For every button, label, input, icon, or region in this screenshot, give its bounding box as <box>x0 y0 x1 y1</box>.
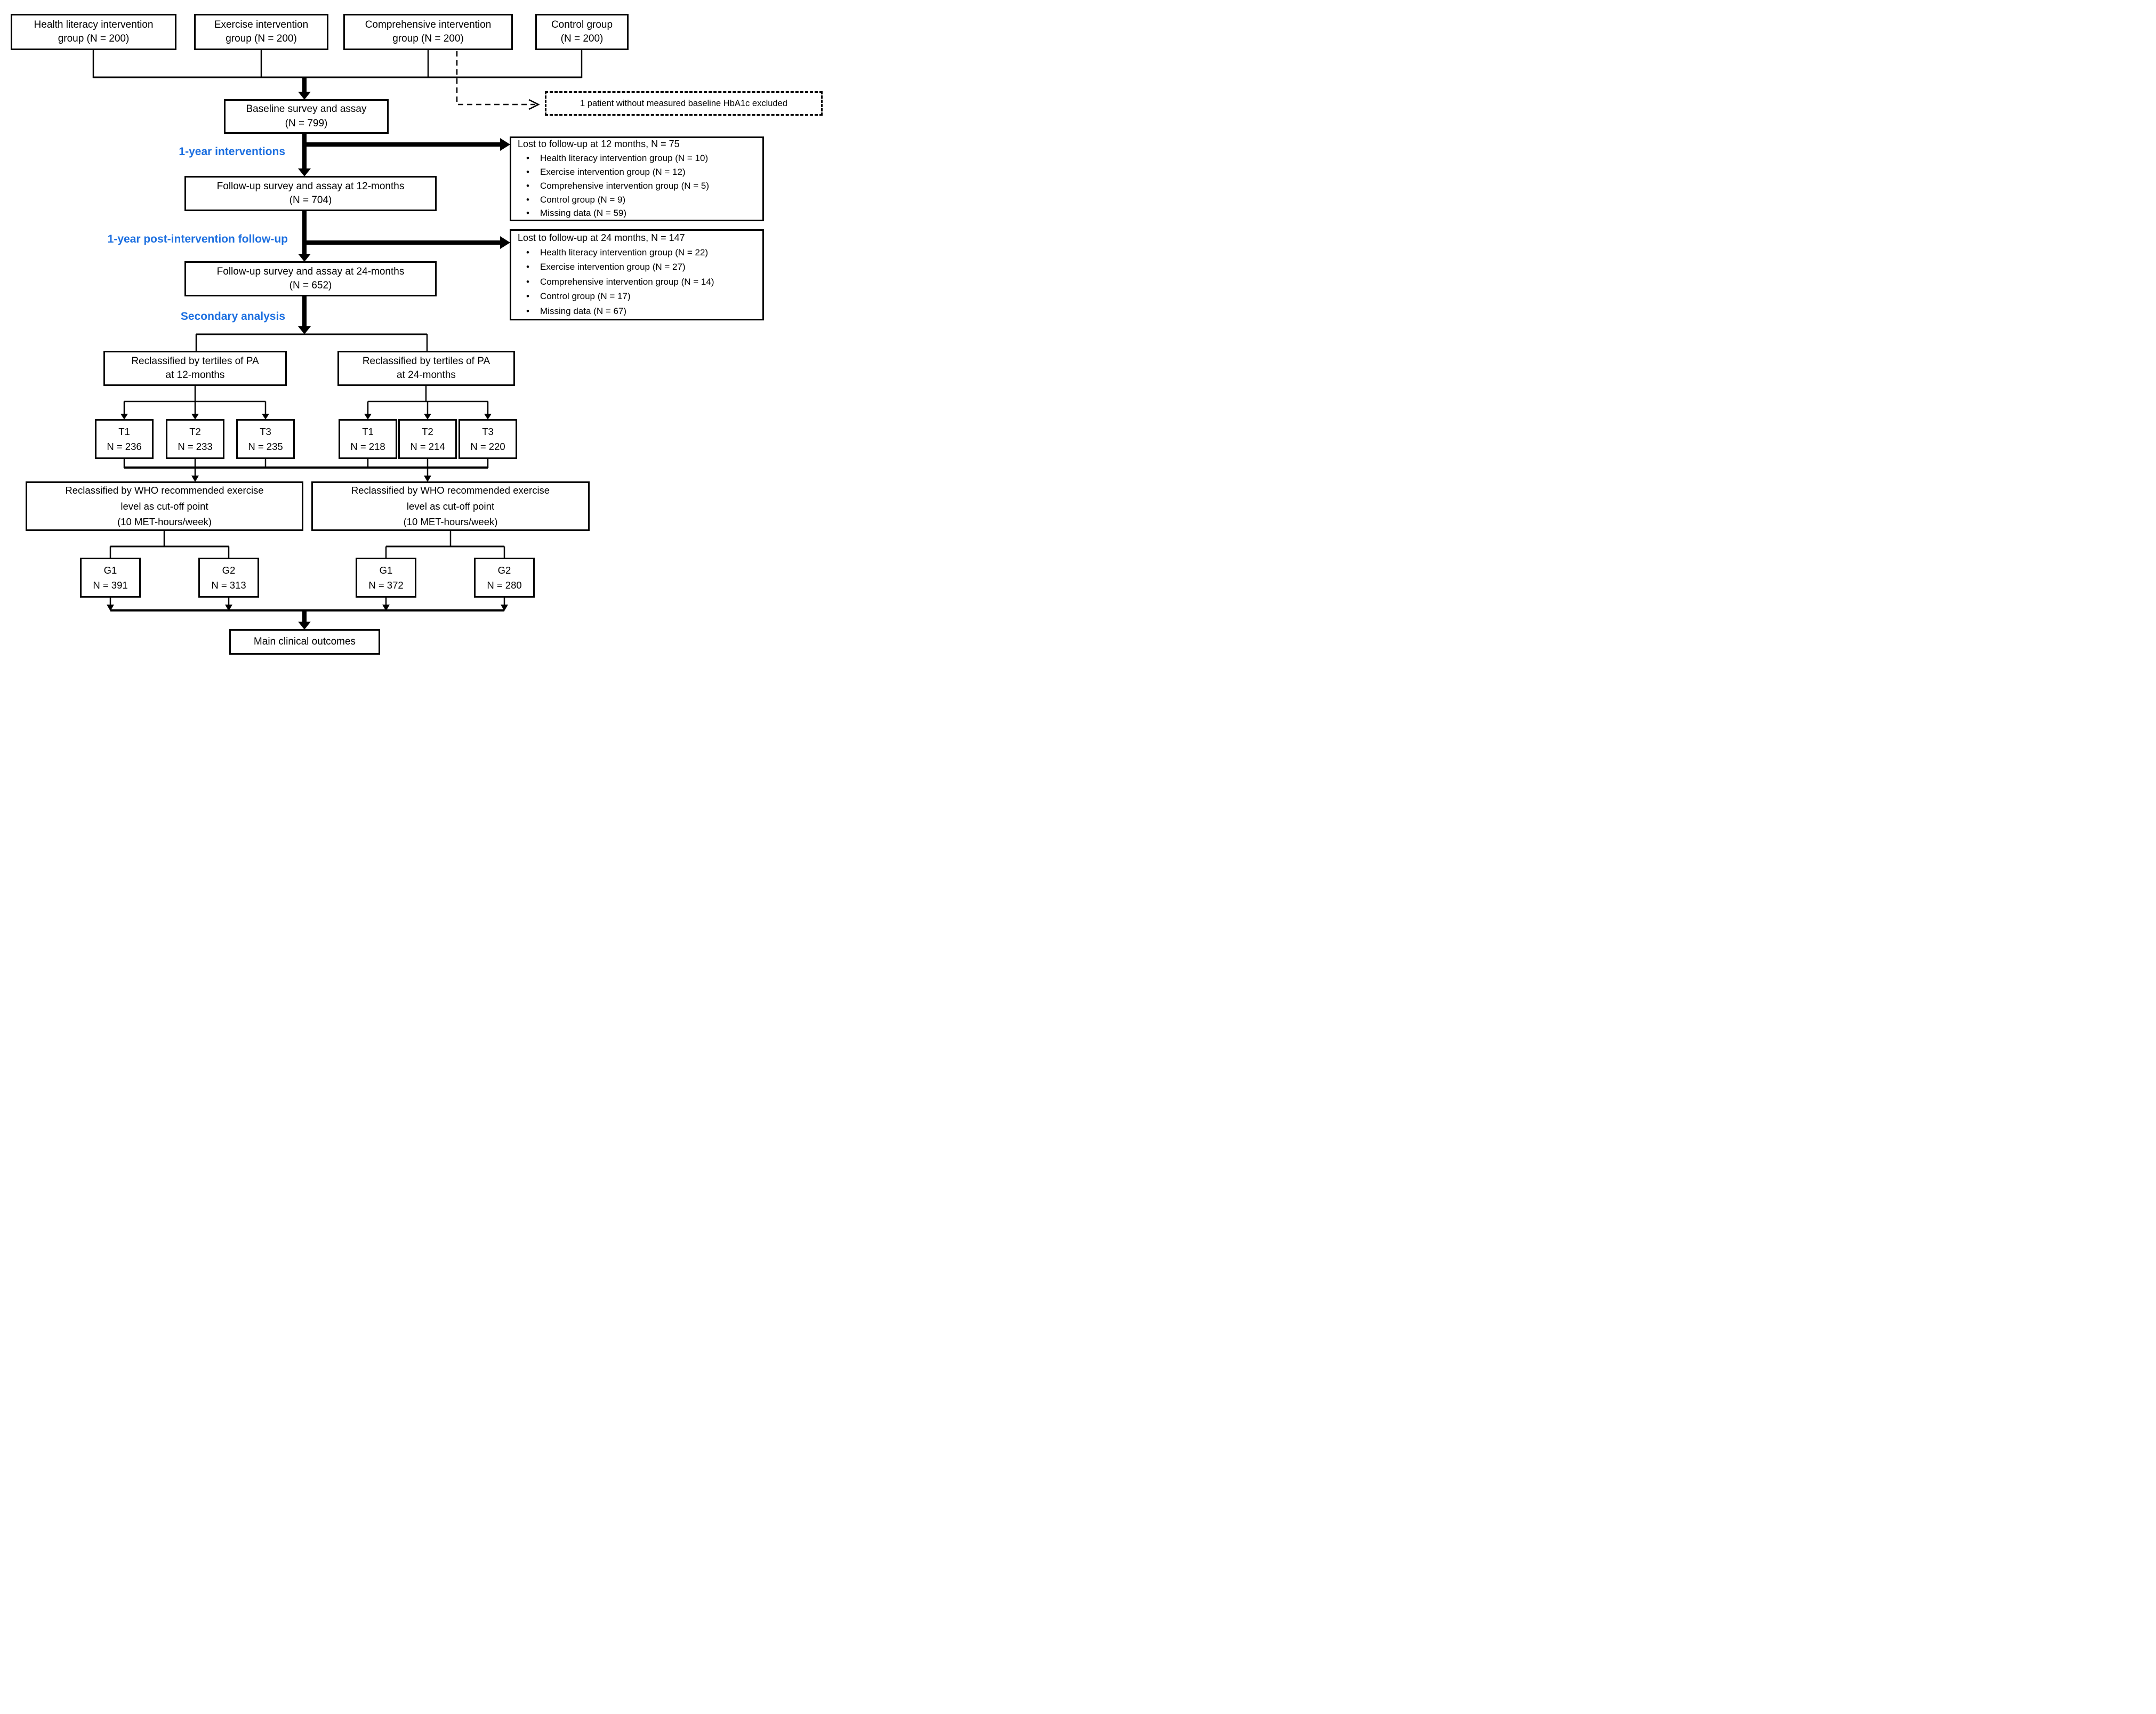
box-g1-24m: G1 N = 372 <box>356 558 416 598</box>
list-item: Comprehensive intervention group (N = 5) <box>518 179 757 193</box>
box-lost-24m: Lost to follow-up at 24 months, N = 147 … <box>510 229 764 320</box>
box-excluded-note: 1 patient without measured baseline HbA1… <box>545 91 823 116</box>
box-tertile3-24m: T3 N = 220 <box>458 419 517 459</box>
box-tertile1-24m: T1 N = 218 <box>339 419 397 459</box>
list-item: Control group (N = 9) <box>518 193 757 207</box>
list-item: Control group (N = 17) <box>518 289 757 304</box>
box-exercise-group: Exercise intervention group (N = 200) <box>194 14 328 50</box>
box-tertile2-24m: T2 N = 214 <box>398 419 457 459</box>
list-item: Comprehensive intervention group (N = 14… <box>518 275 757 289</box>
box-g1-12m: G1 N = 391 <box>80 558 141 598</box>
box-tertile3-12m: T3 N = 235 <box>236 419 295 459</box>
lost-12m-list: Health literacy intervention group (N = … <box>518 151 757 220</box>
box-reclass-who-24m: Reclassified by WHO recommended exercise… <box>311 481 590 531</box>
list-item: Exercise intervention group (N = 27) <box>518 260 757 275</box>
box-reclass-tertiles-12m: Reclassified by tertiles of PA at 12-mon… <box>103 351 287 386</box>
list-item: Missing data (N = 59) <box>518 206 757 220</box>
box-baseline-survey: Baseline survey and assay (N = 799) <box>224 99 389 134</box>
list-item: Exercise intervention group (N = 12) <box>518 165 757 179</box>
box-main-clinical-outcomes: Main clinical outcomes <box>229 629 380 655</box>
list-item: Health literacy intervention group (N = … <box>518 245 757 260</box>
phase-label-post-intervention: 1-year post-intervention follow-up <box>107 233 288 245</box>
box-followup-12m: Follow-up survey and assay at 12-months … <box>184 176 437 211</box>
phase-label-secondary-analysis: Secondary analysis <box>180 310 285 323</box>
box-health-literacy-group: Health literacy intervention group (N = … <box>11 14 176 50</box>
box-g2-12m: G2 N = 313 <box>198 558 259 598</box>
lost-24m-list: Health literacy intervention group (N = … <box>518 245 757 319</box>
list-item: Health literacy intervention group (N = … <box>518 151 757 165</box>
list-item: Missing data (N = 67) <box>518 304 757 319</box>
box-control-group: Control group (N = 200) <box>535 14 629 50</box>
flow-diagram: Health literacy intervention group (N = … <box>0 0 824 657</box>
lost-24m-title: Lost to follow-up at 24 months, N = 147 <box>518 232 685 243</box>
box-g2-24m: G2 N = 280 <box>474 558 535 598</box>
phase-label-interventions: 1-year interventions <box>179 146 285 158</box>
box-reclass-tertiles-24m: Reclassified by tertiles of PA at 24-mon… <box>337 351 515 386</box>
box-reclass-who-12m: Reclassified by WHO recommended exercise… <box>26 481 303 531</box>
box-lost-12m: Lost to follow-up at 12 months, N = 75 H… <box>510 136 764 221</box>
flow-connectors <box>92 50 583 630</box>
box-followup-24m: Follow-up survey and assay at 24-months … <box>184 261 437 296</box>
lost-12m-title: Lost to follow-up at 12 months, N = 75 <box>518 138 680 149</box>
box-comprehensive-group: Comprehensive intervention group (N = 20… <box>343 14 513 50</box>
box-tertile1-12m: T1 N = 236 <box>95 419 154 459</box>
box-tertile2-12m: T2 N = 233 <box>166 419 224 459</box>
